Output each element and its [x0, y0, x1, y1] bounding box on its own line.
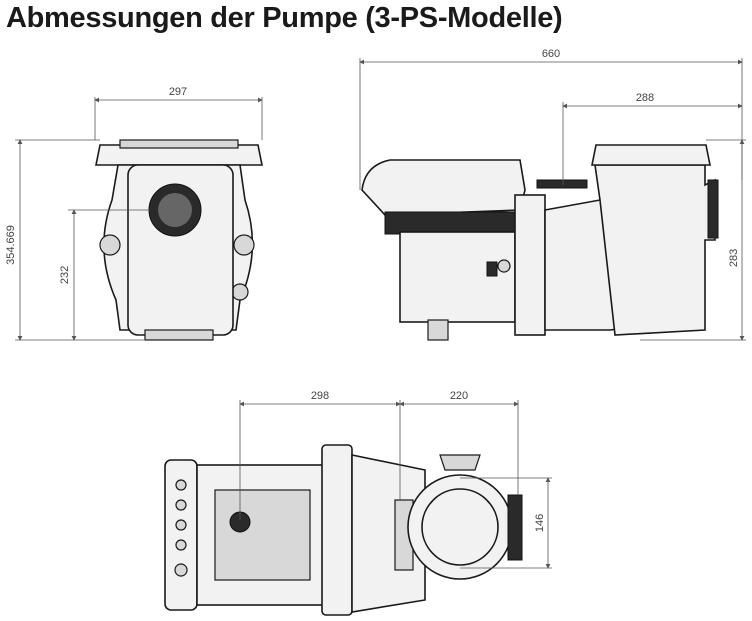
dimension-label-146: 146	[534, 514, 546, 532]
dimension-288: 288	[562, 92, 743, 185]
dimension-label-283: 283	[728, 249, 740, 267]
dimension-220: 220	[399, 390, 519, 495]
side-view: 660 288 283	[359, 48, 746, 341]
dimension-label-220: 220	[450, 390, 468, 402]
dimension-283: 283	[640, 139, 746, 341]
dimension-label-288: 288	[636, 92, 654, 104]
front-pump-drawing	[95, 139, 263, 341]
dimension-label-660: 660	[542, 48, 560, 60]
page-title: Abmessungen der Pumpe (3-PS-Modelle)	[6, 2, 563, 34]
dimension-232: 232	[59, 209, 150, 341]
dimension-660: 660	[359, 48, 743, 190]
dimension-label-232: 232	[59, 266, 71, 284]
front-view: 297 354.669 232	[5, 86, 263, 341]
dimension-146: 146	[460, 477, 552, 569]
dimension-label-298: 298	[311, 390, 329, 402]
dimension-label-297: 297	[169, 86, 187, 98]
dimension-label-354-669: 354.669	[5, 225, 17, 265]
side-pump-drawing	[361, 144, 719, 341]
top-view: 298 220 146	[164, 390, 552, 616]
top-pump-drawing	[164, 444, 523, 616]
dimension-298: 298	[239, 390, 401, 520]
dimension-297: 297	[94, 86, 263, 140]
dimension-354-669: 354.669	[5, 139, 145, 341]
